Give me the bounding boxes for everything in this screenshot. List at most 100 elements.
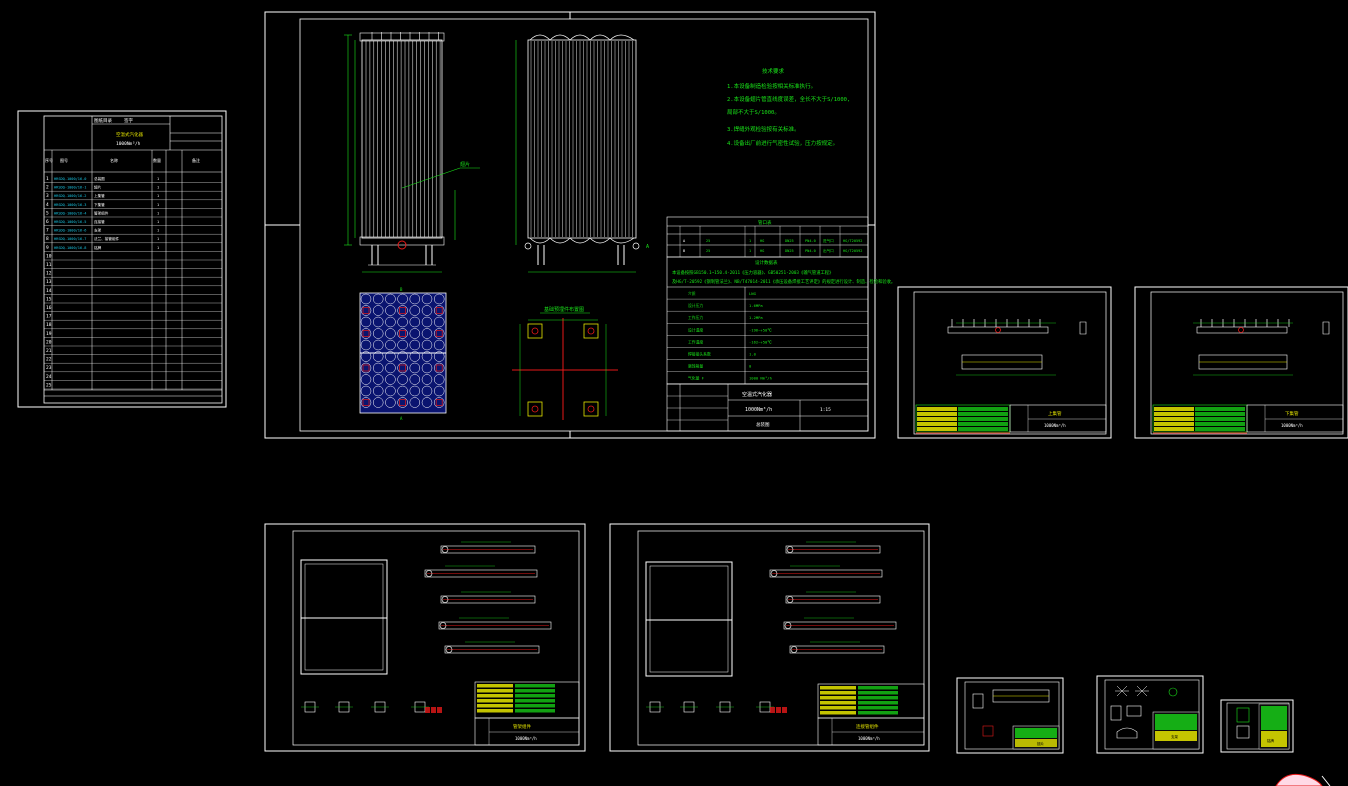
technical-notes: 技术要求 1.本设备制造检验按相关标准执行。 2.本设备翅片管直线度误差，全长不… [727, 67, 850, 147]
std-line-2: 及HG/T-20592《钢制管法兰》、NB/T47014-2011《承压设备焊接… [672, 278, 895, 285]
bom-row-no: 24 [46, 374, 52, 380]
small-sheet-3-title: 铭牌 [1267, 738, 1275, 743]
plan-marker-b: B [400, 287, 403, 292]
design-row-label: 介质 [688, 291, 696, 296]
bom-row-no: 17 [46, 314, 52, 320]
bom-row-no: 23 [46, 365, 52, 371]
bom-row-name: 支架 [94, 228, 102, 233]
small-sheet-nameplate: 铭牌 [1220, 699, 1294, 753]
nozzle-cell: PN4.0 [805, 239, 816, 243]
title-block-name: 空温式汽化器 [742, 391, 772, 398]
bom-row-no: 1 [46, 176, 49, 182]
bom-title-line1: 空温式汽化器 [116, 131, 143, 138]
design-row-label: 工作温度 [688, 339, 703, 344]
bom-row-no: 11 [46, 262, 52, 268]
bom-col-name: 名称 [110, 157, 118, 163]
note-3: 局部不大于S/1000。 [727, 108, 780, 116]
bom-row-qty: 1 [157, 237, 159, 241]
nozzle-cell: 25 [706, 239, 710, 243]
bom-row-no: 6 [46, 219, 49, 225]
note-1: 1.本设备制造检验按相关标准执行。 [727, 82, 816, 90]
nozzle-cell: HG [760, 239, 764, 243]
bom-header-right: 签字 [124, 117, 133, 124]
design-row-value: 1000 Nm³/h [749, 376, 772, 381]
nozzle-cell: DN25 [785, 239, 794, 243]
note-5: 4.设备出厂前进行气密性试验，压力按规定。 [727, 139, 838, 147]
lower-sheet-connecting-pipes: 连接管组件 1000Nm³/h [609, 523, 930, 752]
design-row-label: 设计温度 [688, 327, 703, 332]
bom-col-qty: 数量 [153, 157, 161, 163]
bom-row-no: 3 [46, 193, 49, 199]
bom-row-drawing: HRSDQ-1000/16-2 [54, 194, 86, 198]
nozzle-cell: PN4.0 [805, 249, 816, 253]
bom-row-no: 13 [46, 279, 52, 285]
bom-row-no: 8 [46, 236, 49, 242]
part-sheet-upper-manifold: 上集管 1000Nm³/h [897, 286, 1112, 439]
design-data-table: 设计数据表 本设备按照GB150.1~150.4-2011《压力容器》、GB50… [666, 256, 895, 385]
bom-row-no: 2 [46, 185, 49, 191]
plan-view: B A [359, 287, 447, 421]
part-sheet-1-model: 1000Nm³/h [1044, 423, 1066, 428]
nozzle-cell: 1 [749, 239, 751, 243]
bom-row-no: 19 [46, 331, 52, 337]
bom-row-no: 21 [46, 348, 52, 354]
bom-row-no: 5 [46, 210, 49, 216]
nozzle-cell: 出气口 [823, 248, 834, 253]
bom-row-qty: 1 [157, 220, 159, 224]
bom-row-name: 总装图 [94, 176, 105, 181]
bom-col-drawing: 图号 [60, 157, 68, 163]
small-sheet-fin: 翅片 [956, 677, 1064, 754]
corner-logo-icon [1275, 773, 1331, 786]
nozzle-cell: HG/T20592 [843, 239, 862, 243]
nozzle-cell: HG [760, 249, 764, 253]
lower-sheet-1-title: 管架组件 [513, 723, 531, 730]
nozzle-cell: 25 [706, 249, 710, 253]
design-row-value: 1.2MPa [749, 315, 763, 320]
bom-row-name: 铭牌 [94, 245, 102, 250]
part-sheet-2-model: 1000Nm³/h [1281, 423, 1303, 428]
part-sheet-2-title: 下集管 [1285, 410, 1299, 417]
std-line-1: 本设备按照GB150.1~150.4-2011《压力容器》、GB50251-20… [672, 269, 833, 276]
lower-sheet-2-title: 连接管组件 [856, 723, 879, 730]
design-table-title: 设计数据表 [755, 259, 778, 266]
nozzle-cell: B [683, 249, 685, 253]
bom-title-line2: 1000Nm³/h [116, 141, 141, 147]
bom-row-drawing: HRSDQ-1000/16-6 [54, 229, 86, 233]
design-row-value: -162~+50℃ [749, 339, 772, 344]
bom-row-qty: 1 [157, 177, 159, 181]
bom-row-no: 16 [46, 305, 52, 311]
design-row-label: 工作压力 [688, 315, 703, 320]
bom-row-name: 上集管 [94, 193, 105, 198]
lower-sheet-1-model: 1000Nm³/h [515, 736, 537, 741]
design-row-value: LNG [749, 291, 757, 296]
bom-row-qty: 1 [157, 246, 159, 250]
bom-row-no: 22 [46, 357, 52, 363]
nozzle-marker-a: A [646, 244, 649, 250]
part-sheet-lower-manifold: 下集管 1000Nm³/h [1134, 286, 1348, 439]
nozzle-cell: A [683, 239, 686, 243]
notes-title: 技术要求 [762, 67, 785, 75]
front-elevation-view: 翅片 [344, 32, 480, 273]
design-row-label: 设计压力 [688, 303, 703, 308]
design-row-value: 0 [749, 364, 752, 369]
foundation-layout-view: 基础预埋件布置图 [512, 306, 618, 420]
nozzle-cell: HG/T20592 [843, 249, 862, 253]
design-row-label: 腐蚀裕量 [688, 364, 703, 369]
bom-row-no: 10 [46, 253, 52, 259]
nozzle-table-title: 管口表 [758, 219, 772, 226]
bom-row-drawing: HRSDQ-1000/16-7 [54, 237, 86, 241]
design-row-value: 1.0 [749, 352, 757, 357]
bom-row-qty: 1 [157, 211, 159, 215]
small-sheet-2-title: 支架 [1171, 734, 1179, 739]
bom-sheet: 图纸目录 签字 空温式汽化器 1000Nm³/h 序号 图号 名称 数量 备注 … [17, 110, 227, 408]
main-title-block: 空温式汽化器 1000Nm³/h 1:15 总装图 [666, 383, 869, 432]
note-2: 2.本设备翅片管直线度误差，全长不大于S/1000, [727, 95, 850, 103]
bom-row-name: 法兰、接管组件 [94, 236, 120, 241]
bom-row-no: 4 [46, 202, 49, 208]
bom-row-drawing: HRSDQ-1000/16-4 [54, 211, 86, 215]
title-block-model: 1000Nm³/h [745, 407, 772, 413]
title-block-scale: 1:15 [820, 407, 831, 413]
layout-title: 基础预埋件布置图 [544, 306, 584, 313]
